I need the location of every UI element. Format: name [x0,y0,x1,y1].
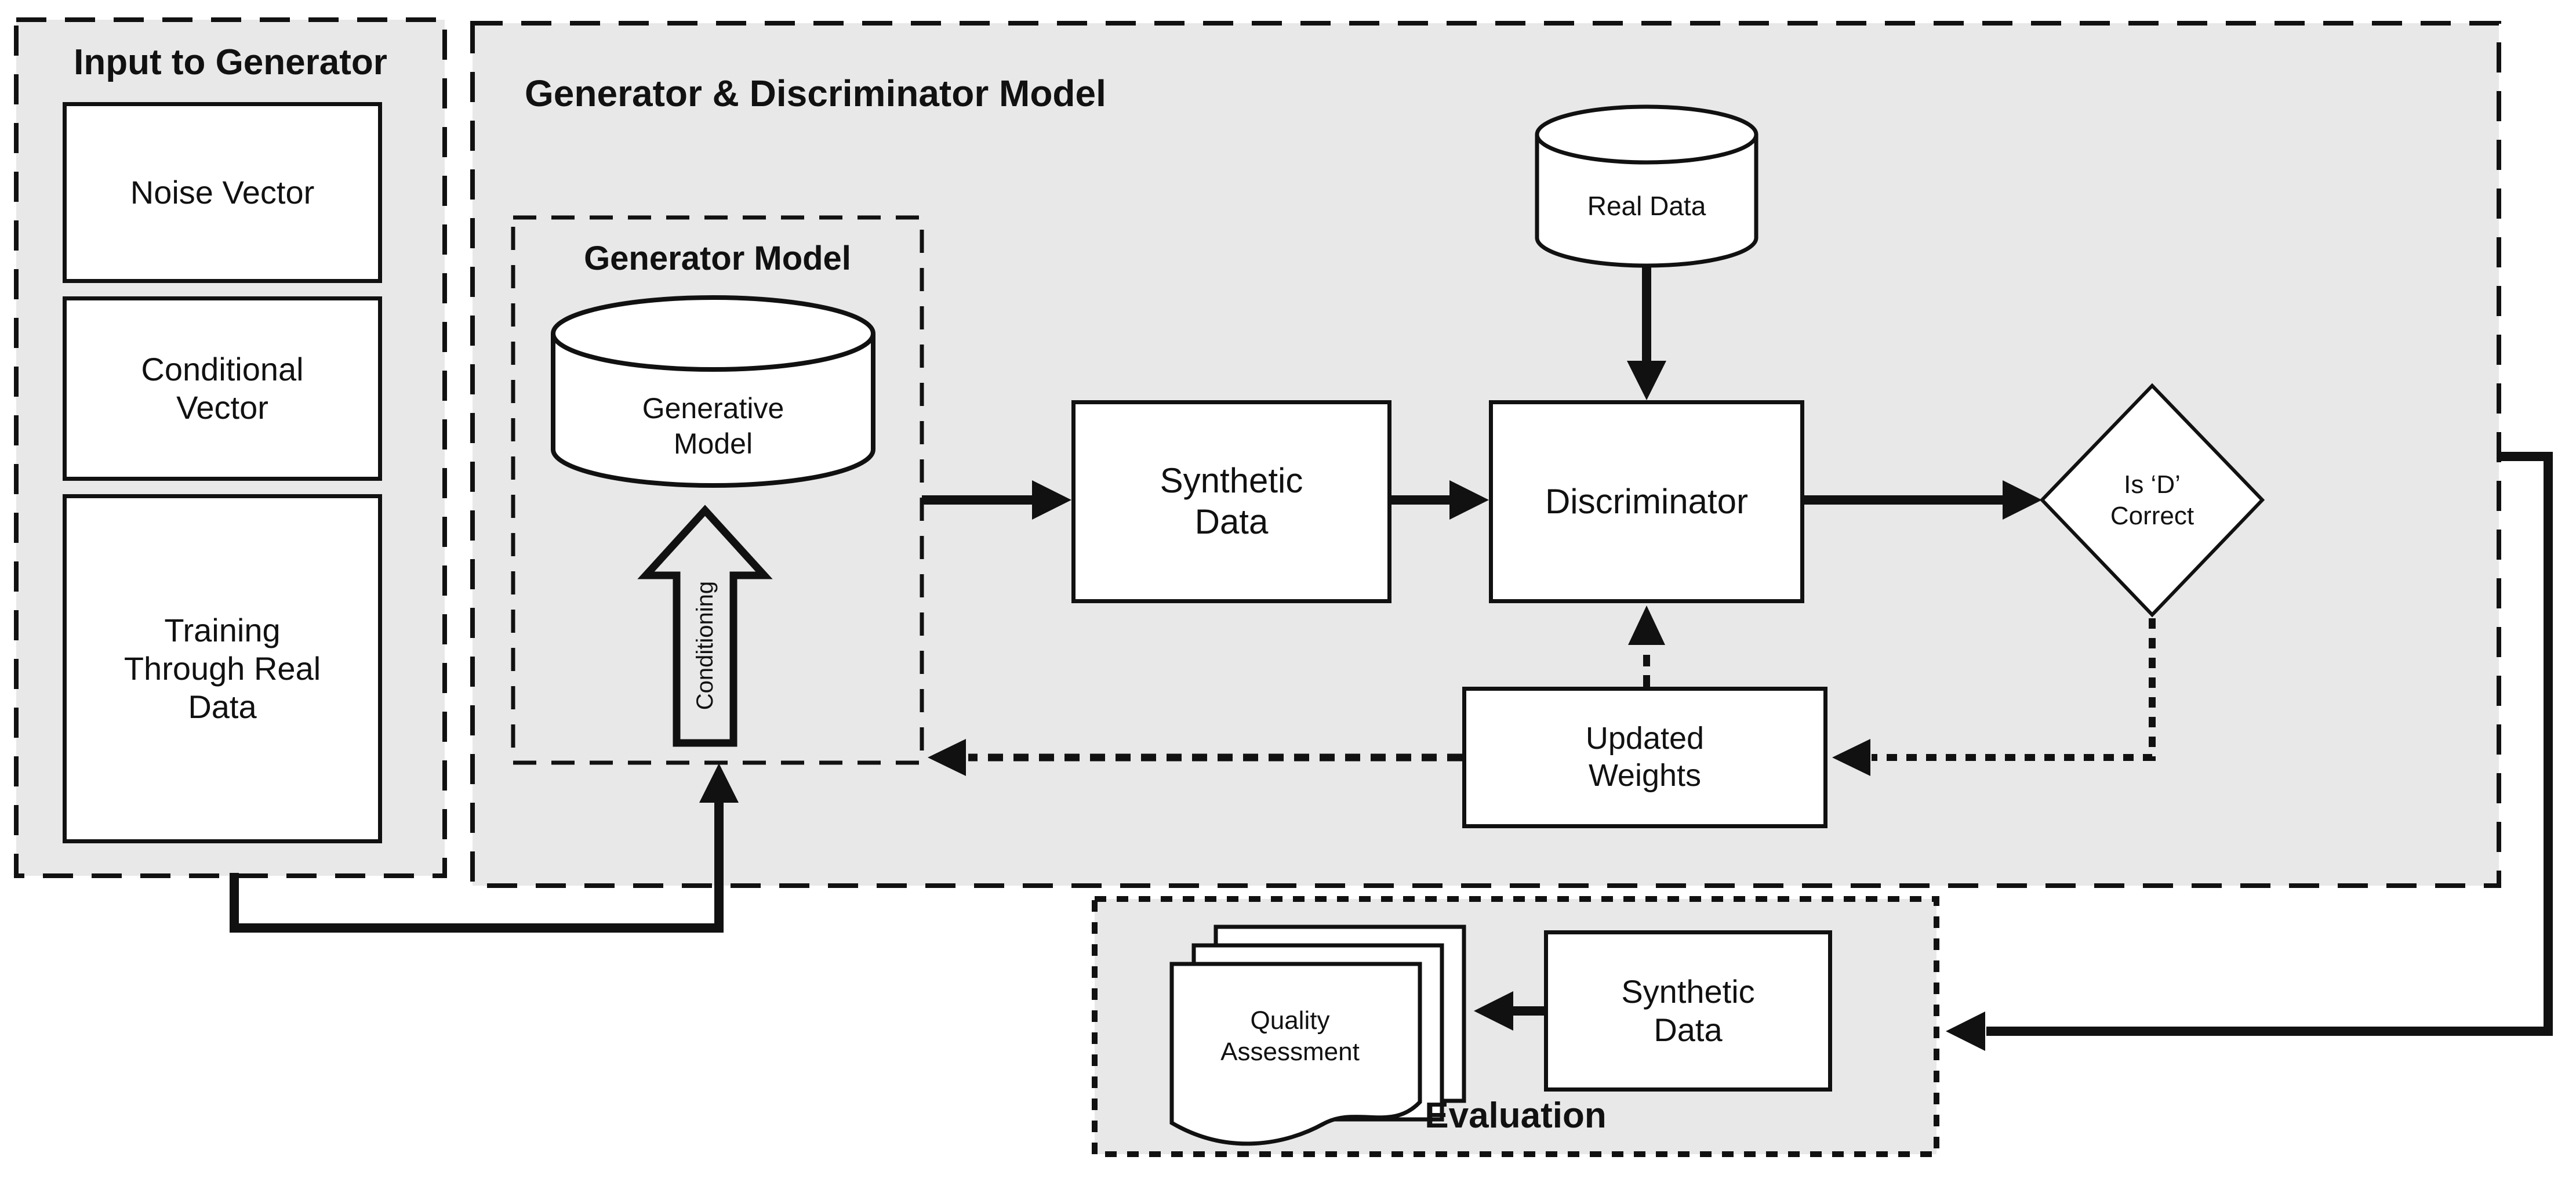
solid-flow-arrows [230,255,2553,1036]
generative-model-label: Generative Model [642,392,784,460]
arrow-input-to-generator-model [230,802,724,933]
database-icon-real-data [1535,104,1758,268]
arrowhead-into-generator-panel [928,739,966,776]
synthetic-data-eval-box: Synthetic Data [1544,930,1832,1092]
decision-diamond [2039,383,2265,618]
evaluation-panel-title: Evaluation [1425,1096,1607,1136]
decision-label: Is ‘D’ Correct [2110,470,2194,530]
database-icon-generative-model [551,295,875,488]
synthetic-data-box: Synthetic Data [1071,400,1391,603]
arrowhead-realdata-down [1627,361,1666,400]
updated-weights-box: Updated Weights [1462,687,1827,828]
generator-model-panel [511,215,924,765]
dotted-arrowheads [928,606,1870,776]
arrowhead-into-synthetic [1032,480,1071,520]
generator-panel-title: Generator Model [584,240,851,277]
arrowhead-into-discriminator [1449,480,1489,520]
quality-assessment-label: Quality Assessment [1220,1006,1360,1066]
arrowhead-into-evaluation [1946,1012,1985,1051]
arrowhead-into-decision [2003,480,2042,520]
arrowhead-up-into-generator-model [699,763,739,803]
discriminator-box: Discriminator [1489,400,1804,603]
training-real-data-box: Training Through Real Data [63,494,382,843]
arrow-feedback-to-evaluation [1986,452,2553,1036]
solid-arrowheads [699,361,2042,1051]
conditioning-label: Conditioning [692,581,718,710]
arrowhead-up-into-discriminator [1628,606,1665,645]
arrowhead-into-updated-weights [1832,739,1870,776]
conditional-vector-box: Conditional Vector [63,296,382,481]
conditioning-block-arrow-icon [637,505,773,747]
noise-vector-box: Noise Vector [63,102,382,283]
documents-stack-icon [1169,925,1466,1146]
main-panel-title: Generator & Discriminator Model [525,72,1106,114]
input-panel-title: Input to Generator [74,42,387,82]
real-data-label: Real Data [1587,190,1706,221]
dotted-feedback-arrows [968,618,2156,762]
dotted-decision-to-updated-weights [1872,618,2156,761]
arrowhead-into-quality-docs [1474,991,1513,1031]
